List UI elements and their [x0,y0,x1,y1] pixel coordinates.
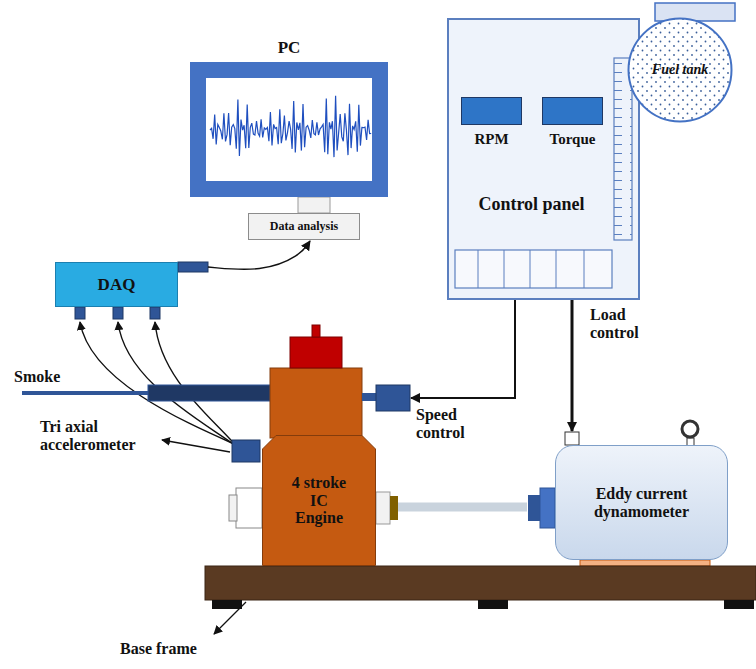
lifting-eye [682,421,698,437]
connector [571,300,574,431]
switch-divider [478,250,479,288]
base-frame [205,566,756,600]
daq-input-port [113,307,123,319]
node-label: Fuel tank [652,62,708,78]
daq-box: DAQ [55,262,178,307]
node-label: RPM [450,131,533,148]
switch-strip [455,250,612,288]
switch-divider [584,250,585,288]
speed-actuator [376,385,410,411]
dynamometer: Eddy current dynamometer [555,445,728,560]
node-label: Control panel [449,194,614,214]
dyno-pad [580,560,710,566]
leader-line [162,440,230,452]
daq-input-port [75,307,85,319]
fuel-gauge-scale [614,58,632,240]
fuel-tank: Fuel tank [627,17,733,123]
sensor-wire [80,322,234,444]
node-label: Eddy current dynamometer [582,485,702,521]
injector [312,325,320,337]
display-box: Torque [542,97,603,125]
node-label: Torque [531,131,614,148]
engine-flange [236,488,262,528]
switch-divider [556,250,557,288]
drive-shaft [398,503,527,512]
accelerometer [232,440,260,462]
base-foot [478,600,508,609]
base-foot [724,600,754,609]
connector [208,241,310,269]
rocker-cover [290,337,342,368]
engine-block: 4 stroke IC Engine [262,435,376,566]
edge-label: Speed control [414,406,480,442]
node-label: 4 stroke IC Engine [286,474,352,528]
base-foot [212,600,242,609]
daq-input-port [150,307,160,319]
node-label: PC [190,38,388,57]
switch-divider [504,250,505,288]
edge-label: Load control [588,306,664,342]
engine-outline [263,436,376,566]
leader-line [214,602,246,634]
callout-label: Tri axial accelerometer [40,418,158,454]
load-terminal [565,432,579,445]
monitor-neck [298,197,330,213]
engine-flange [229,495,237,521]
callout-label: Base frame [120,640,220,658]
actuator-stem [362,393,376,401]
callout-label: Smoke [14,368,84,386]
exhaust-silencer [148,385,270,401]
display-box: RPM [461,97,522,125]
switch-divider [530,250,531,288]
connector [411,300,515,398]
node-label: DAQ [98,275,136,294]
exhaust-pipe [22,391,150,395]
monitor-screen [206,78,372,181]
output-flange [376,492,390,524]
control-panel: Control panelRPMTorque [447,18,640,300]
dyno-coupling [528,495,540,521]
tank-outline [629,19,732,122]
node-label: Data analysis [270,220,338,233]
tank-cap [655,3,735,21]
analysis-box: Data analysis [248,213,360,240]
coupling [390,496,398,520]
daq-output-port [178,262,208,272]
pc-monitor: PC [190,62,388,197]
signal-waveform [210,96,371,157]
dyno-flange [540,488,555,528]
engine-head [270,368,362,438]
control-panel-body [447,18,640,300]
